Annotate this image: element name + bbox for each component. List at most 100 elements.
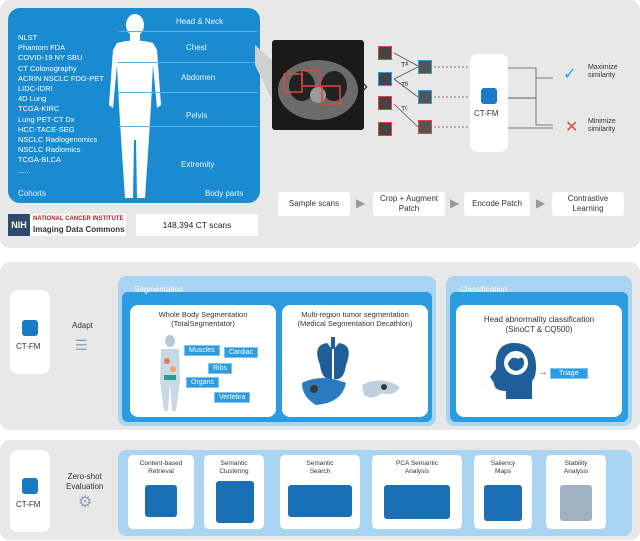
step-encode-patch: Encode Patch <box>464 192 530 216</box>
step-contrastive: Contrastive Learning <box>552 192 624 216</box>
task-label: Semantic <box>306 460 334 467</box>
cohort-item: ...... <box>18 165 31 175</box>
task-label: Retrieval <box>148 468 174 475</box>
ctfm-logo-icon <box>22 478 38 494</box>
multi-region-title: Multi-region tumor segmentation (Medical… <box>282 310 428 328</box>
zero-shot-line: Zero-shot <box>67 472 102 481</box>
task-semantic-search: Semantic Search <box>280 455 360 529</box>
check-icon: ✓ <box>563 66 577 83</box>
zero-shot-line: Evaluation <box>66 482 104 491</box>
body-part-label: Chest <box>186 43 207 52</box>
step-arrow-icon: ▶ <box>536 196 546 210</box>
head-class-line: Head abnormality classification <box>483 315 595 324</box>
crop-label: Tᶜ <box>401 106 408 113</box>
nih-line2: Imaging Data Commons <box>33 225 125 234</box>
task-label: Saliency <box>490 460 516 467</box>
augmented-patch <box>418 120 432 134</box>
step-crop-augment: Crop + Augment Patch <box>373 192 445 216</box>
ctfm-encoder: CT-FM <box>470 54 508 152</box>
task-label: Analysis <box>404 468 430 475</box>
triage-tag: Triage <box>550 368 588 379</box>
organs-icon <box>302 337 400 405</box>
adapt-label: Adapt <box>72 321 93 330</box>
task-label: Stability <box>564 460 588 467</box>
ctfm-label: CT-FM <box>16 342 41 351</box>
head-class-line: (SinoCT & CQ500) <box>505 325 573 334</box>
task-saliency-maps: Saliency Maps <box>474 455 532 529</box>
whole-body-line: (TotalSegmentator) <box>171 319 235 328</box>
head-class-title: Head abnormality classification (SinoCT … <box>456 315 622 335</box>
similarity-arrows <box>508 67 553 129</box>
ctfm-zero-shot-box: CT-FM <box>10 450 50 532</box>
cohort-list: NLST Phantom FDA COVID-19 NY SBU CT Colo… <box>18 33 104 176</box>
body-part-divider <box>118 126 258 127</box>
cohort-item: NLST <box>18 33 38 42</box>
maximize-text: Maximize similarity <box>588 64 618 80</box>
task-label: Analysis <box>563 468 589 475</box>
multi-region-line: Multi-region tumor segmentation <box>301 310 409 319</box>
grid-search-icon <box>288 485 352 517</box>
task-semantic-clustering: Semantic Clustering <box>204 455 264 529</box>
cohort-item: TCGA-BLCA <box>18 155 61 165</box>
augmented-patch <box>418 90 432 104</box>
cross-icon: ✕ <box>565 119 579 136</box>
body-parts-label: Body parts <box>205 189 244 198</box>
body-part-divider <box>118 62 258 63</box>
classification-title: Classification <box>460 285 508 294</box>
crop-patch <box>378 96 392 110</box>
task-label: PCA Semantic <box>396 460 438 467</box>
multi-region-card: Multi-region tumor segmentation (Medical… <box>282 305 428 417</box>
ctfm-label: CT-FM <box>474 109 499 118</box>
step-label: Encode Patch <box>472 199 522 208</box>
task-pca-analysis: PCA Semantic Analysis <box>372 455 462 529</box>
gear-icon: ⚙ <box>78 494 93 511</box>
whole-body-card: Whole Body Segmentation (TotalSegmentato… <box>130 305 276 417</box>
whole-body-line: Whole Body Segmentation <box>158 310 248 319</box>
clusters-icon <box>216 481 254 523</box>
task-content-retrieval: Content-based Retrieval <box>128 455 194 529</box>
task-label: Maps <box>495 468 511 475</box>
head-class-card: Head abnormality classification (SinoCT … <box>456 305 622 417</box>
cohort-item: HCC-TACE-SEG <box>18 124 75 134</box>
task-stability-analysis: Stability Analysis <box>546 455 606 529</box>
database-search-icon <box>145 485 177 517</box>
ctfm-logo-icon <box>22 320 38 336</box>
body-part-label: Pelvis <box>186 111 208 120</box>
zero-shot-label: Zero-shot Evaluation <box>66 472 103 492</box>
scan-count: 148,394 CT scans <box>162 220 232 230</box>
ct-slice-image <box>278 60 358 120</box>
multi-region-line: (Medical Segmentation Decathlon) <box>297 319 413 328</box>
body-part-label: Abdomen <box>181 73 216 82</box>
minimize-line: Minimize <box>588 118 616 125</box>
sliders-icon: ☰ <box>75 337 88 353</box>
step-label: Sample scans <box>288 199 340 208</box>
crop-patch <box>378 122 392 136</box>
stability-icon <box>560 485 592 521</box>
task-label: Content-based <box>139 460 183 467</box>
nih-mark: NIH <box>8 214 30 236</box>
cohort-item: NSCLC Radiogenomics <box>18 135 98 145</box>
whole-body-title: Whole Body Segmentation (TotalSegmentato… <box>130 310 276 328</box>
head-brain-icon <box>490 343 536 399</box>
seg-tag: Ribs <box>208 363 233 374</box>
cohorts-label: Cohorts <box>18 189 47 198</box>
step-sample-scans: Sample scans <box>278 192 350 216</box>
task-label: Search <box>309 468 331 475</box>
chevron-right-icon: › <box>362 76 368 96</box>
nih-logo: NIH NATIONAL CANCER INSTITUTE Imaging Da… <box>8 214 126 236</box>
cohort-item: 4D Lung <box>18 94 47 104</box>
cohort-item: TCGA-KIRC <box>18 104 60 114</box>
maximize-line: similarity <box>588 72 616 79</box>
crop-patch <box>378 72 392 86</box>
ct-slice-card <box>272 40 364 130</box>
body-silhouette-icon <box>109 14 161 198</box>
ctfm-label: CT-FM <box>16 500 41 509</box>
body-part-divider <box>118 92 258 93</box>
segmentation-title: Segmentation <box>134 285 184 294</box>
task-label: Clustering <box>219 468 249 475</box>
crop-label: Tᴮ <box>401 82 409 89</box>
scan-count-box: 148,394 CT scans <box>136 214 258 236</box>
augmented-patch <box>418 60 432 74</box>
seg-tag: Vertebra <box>214 392 251 403</box>
step-arrow-icon: ▶ <box>356 196 366 210</box>
